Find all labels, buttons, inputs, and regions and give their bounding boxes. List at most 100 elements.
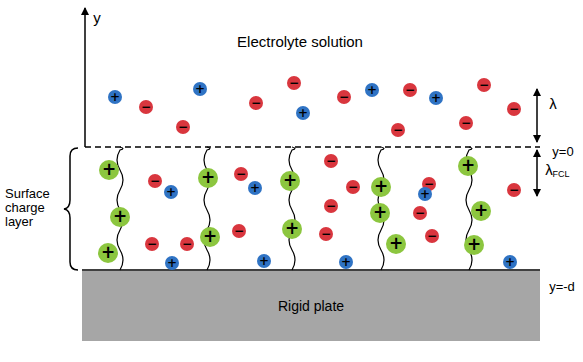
ion-sign: + bbox=[195, 83, 205, 95]
ion-sign: − bbox=[479, 79, 489, 91]
fcl-arrow bbox=[536, 150, 538, 196]
ion-sign: − bbox=[251, 97, 261, 109]
ion-sign: − bbox=[150, 175, 160, 187]
ion bbox=[200, 227, 220, 247]
position-label: y=0 bbox=[552, 145, 573, 159]
ion bbox=[324, 199, 338, 213]
plate-label: Rigid plate bbox=[278, 298, 344, 314]
ion-sign: + bbox=[505, 256, 515, 268]
ion-sign: + bbox=[101, 244, 115, 261]
ion-sign: + bbox=[374, 178, 388, 195]
ion-sign: + bbox=[167, 257, 177, 269]
ion bbox=[371, 177, 391, 197]
ion-sign: − bbox=[339, 91, 349, 103]
ion bbox=[386, 234, 406, 254]
polymer-chain bbox=[289, 147, 295, 270]
ion-sign: + bbox=[110, 91, 120, 103]
ion-sign: + bbox=[250, 182, 260, 194]
ion bbox=[503, 255, 517, 269]
ion-sign: − bbox=[509, 103, 519, 115]
ion bbox=[198, 168, 218, 188]
ion-sign: − bbox=[326, 155, 336, 167]
ion bbox=[110, 207, 130, 227]
ion bbox=[459, 116, 473, 130]
ion bbox=[99, 160, 119, 180]
ion bbox=[280, 171, 300, 191]
ion bbox=[164, 185, 178, 199]
ion bbox=[98, 243, 118, 263]
ion-sign: + bbox=[389, 235, 403, 252]
ion bbox=[391, 123, 405, 137]
ion bbox=[249, 96, 263, 110]
ion bbox=[248, 181, 262, 195]
ion bbox=[477, 78, 491, 92]
ion bbox=[413, 206, 427, 220]
ion-sign: + bbox=[298, 107, 308, 119]
ion bbox=[319, 227, 333, 241]
ion-sign: − bbox=[182, 238, 192, 250]
y-axis bbox=[84, 8, 86, 147]
ion bbox=[403, 83, 417, 97]
ion-sign: + bbox=[341, 256, 351, 268]
fcl-subscript: FCL bbox=[552, 170, 569, 180]
ion bbox=[471, 201, 491, 221]
ion bbox=[234, 167, 248, 181]
ion bbox=[507, 102, 521, 116]
ion-sign: − bbox=[461, 117, 471, 129]
ion bbox=[257, 254, 271, 268]
ion bbox=[296, 106, 310, 120]
ion-sign: − bbox=[509, 184, 519, 196]
ion bbox=[429, 91, 443, 105]
axis-label: y bbox=[93, 10, 101, 27]
ion-sign: − bbox=[348, 181, 358, 193]
ion-sign: + bbox=[373, 204, 387, 221]
ion bbox=[324, 154, 338, 168]
ion bbox=[418, 187, 432, 201]
position-label: y=-d bbox=[549, 280, 575, 294]
ion-sign: − bbox=[321, 228, 331, 240]
polymer-chains bbox=[117, 147, 472, 270]
ion bbox=[370, 203, 390, 223]
ion bbox=[145, 237, 159, 251]
ion-sign: + bbox=[166, 186, 176, 198]
ion-sign: − bbox=[415, 207, 425, 219]
ion-sign: + bbox=[420, 188, 430, 200]
ion-sign: + bbox=[285, 220, 299, 237]
fcl-length: λ bbox=[545, 162, 553, 179]
ion-sign: − bbox=[326, 200, 336, 212]
ion-sign: − bbox=[289, 77, 299, 89]
ion bbox=[165, 256, 179, 270]
ion bbox=[282, 219, 302, 239]
ion-circles bbox=[98, 76, 521, 270]
region-label: Electrolyte solution bbox=[237, 34, 363, 51]
ion bbox=[458, 156, 478, 176]
ion bbox=[339, 255, 353, 269]
debye-length: λ bbox=[549, 96, 557, 113]
ion-sign: − bbox=[147, 238, 157, 250]
ion bbox=[139, 100, 153, 114]
ion-sign: − bbox=[178, 121, 188, 133]
ion-sign: − bbox=[236, 168, 246, 180]
ion-sign: + bbox=[467, 236, 481, 253]
ion-sign: + bbox=[474, 202, 488, 219]
ion bbox=[287, 76, 301, 90]
bracket bbox=[64, 148, 78, 270]
ion-sign: − bbox=[405, 84, 415, 96]
ion-sign: + bbox=[461, 157, 475, 174]
ion-sign: + bbox=[283, 172, 297, 189]
ion bbox=[193, 82, 207, 96]
ion bbox=[148, 174, 162, 188]
ion-sign: + bbox=[102, 161, 116, 178]
ion-sign: + bbox=[113, 208, 127, 225]
ion bbox=[176, 120, 190, 134]
ion bbox=[180, 237, 194, 251]
ion-sign: + bbox=[367, 84, 377, 96]
ion bbox=[365, 83, 379, 97]
ion-sign: + bbox=[203, 228, 217, 245]
ion-sign: − bbox=[141, 101, 151, 113]
ion bbox=[337, 90, 351, 104]
debye-arrow bbox=[536, 89, 538, 142]
rigid-plate: Rigid plate bbox=[82, 271, 540, 341]
ion-sign: − bbox=[393, 124, 403, 136]
